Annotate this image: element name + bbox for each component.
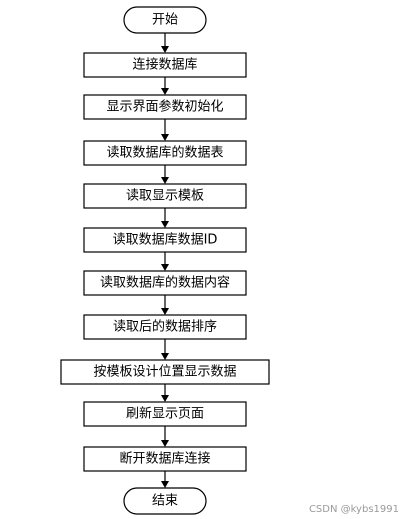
edge-refresh-to-disconnect — [161, 426, 169, 447]
node-end: 结束 — [123, 487, 207, 515]
node-read-table-label: 读取数据库的数据表 — [106, 145, 223, 161]
arrow-head-icon — [161, 264, 169, 271]
node-read-id: 读取数据库数据ID — [83, 227, 247, 253]
arrow-head-icon — [161, 395, 169, 402]
node-read-table: 读取数据库的数据表 — [83, 140, 247, 166]
node-init-params-shape — [83, 94, 247, 120]
node-disconnect-label: 断开数据库连接 — [119, 451, 210, 467]
edges-layer — [161, 33, 169, 488]
node-sort-label: 读取后的数据排序 — [113, 319, 217, 335]
watermark: CSDN @kybs1991 — [308, 504, 399, 515]
edge-start-to-connect-db — [161, 33, 169, 53]
node-read-content-shape — [83, 270, 247, 296]
edge-read-content-to-sort — [161, 295, 169, 315]
node-disconnect: 断开数据库连接 — [83, 446, 247, 472]
node-refresh: 刷新显示页面 — [83, 401, 247, 427]
node-read-id-label: 读取数据库数据ID — [113, 232, 218, 248]
arrow-head-icon — [161, 88, 169, 95]
node-connect-db-label: 连接数据库 — [132, 57, 197, 73]
node-read-template-shape — [83, 183, 247, 209]
arrow-head-icon — [161, 221, 169, 228]
arrow-head-icon — [161, 353, 169, 360]
node-read-id-shape — [83, 227, 247, 253]
node-disconnect-shape — [83, 446, 247, 472]
node-connect-db-shape — [83, 52, 247, 78]
node-display-by-template-shape — [60, 359, 270, 385]
edge-sort-to-display-by-template — [161, 339, 169, 360]
arrow-head-icon — [161, 134, 169, 141]
node-read-content: 读取数据库的数据内容 — [83, 270, 247, 296]
node-start-label: 开始 — [152, 13, 178, 28]
edge-read-template-to-read-id — [161, 208, 169, 228]
arrow-head-icon — [161, 46, 169, 53]
edge-init-params-to-read-table — [161, 119, 169, 141]
node-start: 开始 — [123, 6, 207, 34]
node-read-template-label: 读取显示模板 — [126, 189, 204, 204]
node-display-by-template: 按模板设计位置显示数据 — [60, 359, 270, 385]
node-connect-db: 连接数据库 — [83, 52, 247, 78]
node-start-shape — [123, 6, 207, 34]
arrow-head-icon — [161, 440, 169, 447]
edge-display-by-template-to-refresh — [161, 384, 169, 402]
node-read-table-shape — [83, 140, 247, 166]
node-init-params-label: 显示界面参数初始化 — [106, 99, 223, 115]
node-end-shape — [123, 487, 207, 515]
node-read-content-label: 读取数据库的数据内容 — [100, 275, 230, 291]
node-refresh-label: 刷新显示页面 — [126, 406, 204, 422]
node-refresh-shape — [83, 401, 247, 427]
node-read-template: 读取显示模板 — [83, 183, 247, 209]
edge-disconnect-to-end — [161, 471, 169, 488]
node-sort: 读取后的数据排序 — [83, 314, 247, 340]
edge-connect-db-to-init-params — [161, 77, 169, 95]
arrow-head-icon — [161, 177, 169, 184]
node-display-by-template-label: 按模板设计位置显示数据 — [93, 365, 236, 380]
arrow-head-icon — [161, 308, 169, 315]
arrow-head-icon — [161, 481, 169, 488]
nodes-layer: 开始连接数据库显示界面参数初始化读取数据库的数据表读取显示模板读取数据库数据ID… — [60, 6, 270, 515]
node-init-params: 显示界面参数初始化 — [83, 94, 247, 120]
node-end-label: 结束 — [152, 494, 178, 509]
node-sort-shape — [83, 314, 247, 340]
edge-read-table-to-read-template — [161, 165, 169, 184]
edge-read-id-to-read-content — [161, 252, 169, 271]
